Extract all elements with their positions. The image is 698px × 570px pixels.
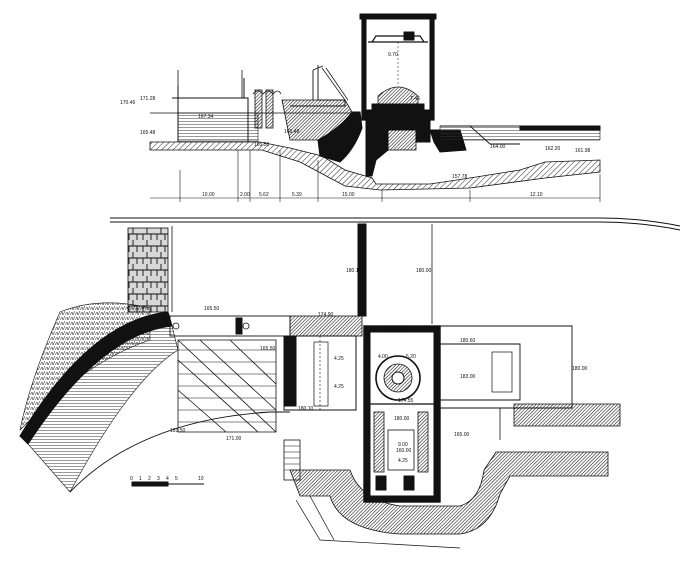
gate-slot [313,341,329,407]
turbine-inner [391,371,405,385]
plan-dim-hall-b: 4.25 [398,458,408,464]
plan-dim-room-b: 5.20 [406,354,416,360]
plan-elev-gate-b: 165.50 [260,346,276,352]
plan-elev-right-a: 180.60 [460,338,476,344]
lower-wall [289,451,609,535]
elev-tail-floor: 162.20 [545,146,561,152]
elev-wall-left: 170.46 [120,100,136,106]
building-width: 9.70 [388,52,398,58]
elev-gen: T 46 [410,96,420,102]
elev-floor-mid: 164.00 [490,144,506,150]
sill-strip [169,315,291,337]
dimension-ticks [179,150,601,202]
pier-2 [265,89,274,129]
plan-elev-gate: 174.90 [318,312,334,318]
turbine-pit [387,129,417,151]
scale-tick-5: 5 [175,476,178,482]
pier-1 [254,89,263,129]
elev-ground-left: 165.48 [140,130,156,136]
plan-elev-stair: 180.10 [298,406,314,412]
lower-steps [295,495,461,549]
hall-equip-1 [373,411,385,473]
elev-weir: 165.50 [254,142,270,148]
crane-beam [368,35,428,43]
plan-elev-lower: 160.00 [396,448,412,454]
dim-2: 2.00 [240,192,250,198]
plan-elev-bend: 161.50 [170,428,186,434]
gate-rack [321,67,349,101]
generator-base [371,103,425,111]
roof [359,13,437,20]
apron-steps [178,349,276,423]
ph-wall-left [363,325,371,503]
gate-chamber-wall [283,335,297,407]
dim-4: 5.39 [292,192,302,198]
generator [377,86,419,105]
sill-node-1 [172,322,180,330]
sill-gate [235,317,243,335]
weir-left [172,78,249,142]
dim-6: 12.10 [530,192,543,198]
hall-equip-2 [417,411,429,473]
elev-pier: 165.48 [284,129,300,135]
intake-curve [317,111,363,163]
cross-section: 10.00 2.00 5.62 5.39 15.00 12.10 171.28 … [120,13,601,202]
plan-elev-channel-a: 180.10 [346,268,362,274]
wall-right [429,18,435,120]
plan-elev-house-top: 180.00 [388,326,404,332]
hall-equip-5 [403,475,415,491]
annex-lower [513,403,621,427]
scale-tick-0: 0 [130,476,133,482]
annex-pit [491,351,513,393]
dim-3: 5.62 [259,192,269,198]
right-annex [440,325,573,409]
dim-1: 10.00 [202,192,215,198]
scale-tick-2: 2 [148,476,151,482]
ph-wall-right [433,325,441,503]
plan-dim-span-a: 4.25 [334,356,344,362]
plan-elev-apron: 165.50 [204,306,220,312]
plan-elev-channel-b: 180.00 [416,268,432,274]
road-band [110,217,681,231]
elev-crest-left: 171.28 [140,96,156,102]
plan-elev-right-d: 165.00 [454,432,470,438]
scale-bar: 0 1 2 3 4 5 10 [130,476,204,487]
scale-tick-3: 3 [157,476,160,482]
plan-elev-right-c: 180.00 [572,366,588,372]
stone-wall [127,227,169,313]
scale-tick-1: 1 [139,476,142,482]
plan-dim-hall: 9.00 [398,442,408,448]
plan-dim-room-a: 4.00 [378,354,388,360]
scale-tick-4: 4 [166,476,169,482]
stair-treads [284,445,300,471]
gate-arches [252,90,282,95]
gate-tower [290,65,346,107]
plan-elev-right-b: 183.00 [460,374,476,380]
elev-headwater: 167.34 [198,114,214,120]
crane-hook [403,31,415,41]
section-ground [149,141,601,191]
sill-node-2 [242,322,250,330]
elev-tail-right: 161.98 [575,148,591,154]
headwater-body [177,112,259,142]
curved-channel-inner [27,325,179,493]
hall-equip-4 [375,475,387,491]
stair [283,439,301,481]
turbine-outer [375,355,421,401]
dim-5: 15.00 [342,192,355,198]
plan-elev-house-mid: 174.55 [398,398,414,404]
sill-beam [289,315,363,337]
hall-equip-3 [387,429,415,471]
wall-left [361,18,367,120]
plan-view: 180.10 180.00 165.50 174.90 165.50 180.0… [19,223,621,549]
plan-dim-span-b: 4.25 [334,384,344,390]
plan-elev-house-low: 180.00 [394,416,410,422]
plan-elev-road: 171.00 [226,436,242,442]
tail-bank [519,125,601,131]
scale-tick-10: 10 [198,476,204,482]
scale-bar-block [131,481,169,487]
bank-arc [69,411,290,493]
elev-bottom: 157.78 [452,174,468,180]
